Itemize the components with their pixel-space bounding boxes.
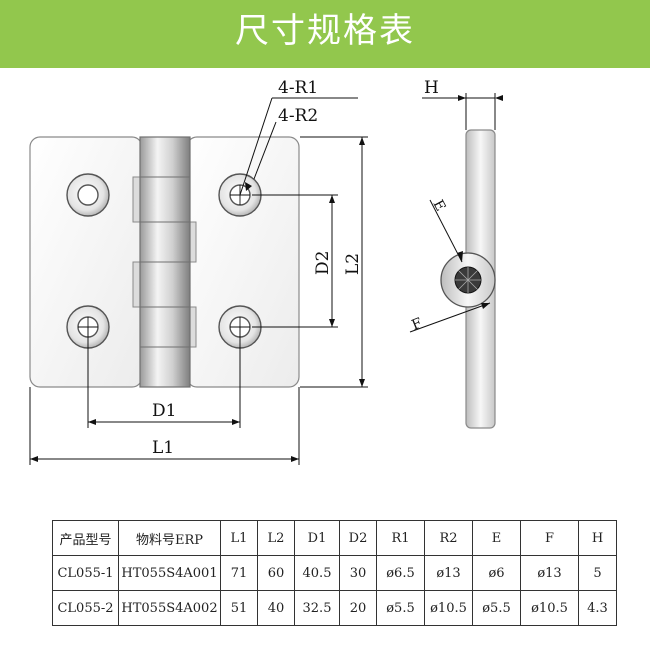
hinge-drawing: 4-R1 4-R2 D1 L1 D2 L2 H E F xyxy=(29,78,503,465)
table-cell: HT055S4A001 xyxy=(118,555,221,591)
hole-top-left xyxy=(66,173,110,217)
table-cell: CL055-2 xyxy=(52,590,119,626)
dimension-lines xyxy=(29,97,368,465)
table-cell: 51 xyxy=(220,590,258,626)
header-cell: D2 xyxy=(339,520,377,556)
label-l1: L1 xyxy=(152,438,174,458)
header-cell: L2 xyxy=(257,520,295,556)
table-cell: 20 xyxy=(339,590,377,626)
label-r1: 4-R1 xyxy=(278,78,318,98)
table-row: CL055-2 HT055S4A002 51 40 32.5 20 ø5.5 ø… xyxy=(52,590,617,626)
header-cell: R1 xyxy=(376,520,425,556)
table-cell: 40.5 xyxy=(294,555,340,591)
title-banner: 尺寸规格表 xyxy=(0,0,650,68)
label-d2: D2 xyxy=(313,251,333,275)
header-cell: 产品型号 xyxy=(52,520,119,556)
table-cell: HT055S4A002 xyxy=(118,590,221,626)
table-row: CL055-1 HT055S4A001 71 60 40.5 30 ø6.5 ø… xyxy=(52,555,617,591)
header-cell: F xyxy=(520,520,579,556)
side-dimension-arrows xyxy=(457,95,503,309)
header-cell: R2 xyxy=(424,520,473,556)
header-cell: L1 xyxy=(220,520,258,556)
label-e: E xyxy=(429,197,448,214)
table-cell: 32.5 xyxy=(294,590,340,626)
table-cell: 60 xyxy=(257,555,295,591)
table-cell: 5 xyxy=(578,555,617,591)
header-cell: E xyxy=(472,520,521,556)
hinge-side-view xyxy=(440,129,496,429)
header-cell: 物料号ERP xyxy=(118,520,221,556)
table-cell: ø6.5 xyxy=(376,555,425,591)
label-r2: 4-R2 xyxy=(278,106,318,126)
table-cell: ø10.5 xyxy=(424,590,473,626)
table-header-row: 产品型号 物料号ERP L1 L2 D1 D2 R1 R2 E F H xyxy=(52,520,617,556)
table-cell: ø6 xyxy=(472,555,521,591)
table-cell: ø13 xyxy=(520,555,579,591)
table-cell: CL055-1 xyxy=(52,555,119,591)
table-cell: ø5.5 xyxy=(376,590,425,626)
hinge-front-view xyxy=(29,136,300,388)
side-dimension-lines xyxy=(409,93,496,333)
table-cell: 40 xyxy=(257,590,295,626)
header-cell: H xyxy=(578,520,617,556)
page-title: 尺寸规格表 xyxy=(235,11,415,51)
label-h: H xyxy=(424,78,439,98)
table-cell: ø10.5 xyxy=(520,590,579,626)
header-cell: D1 xyxy=(294,520,340,556)
spec-table: 产品型号 物料号ERP L1 L2 D1 D2 R1 R2 E F H CL05… xyxy=(52,520,617,626)
label-l2: L2 xyxy=(343,253,363,275)
table-cell: ø13 xyxy=(424,555,473,591)
table-cell: 30 xyxy=(339,555,377,591)
table-cell: ø5.5 xyxy=(472,590,521,626)
table-cell: 4.3 xyxy=(578,590,617,626)
table-cell: 71 xyxy=(220,555,258,591)
dimension-arrows xyxy=(30,137,365,462)
label-d1: D1 xyxy=(152,401,176,421)
